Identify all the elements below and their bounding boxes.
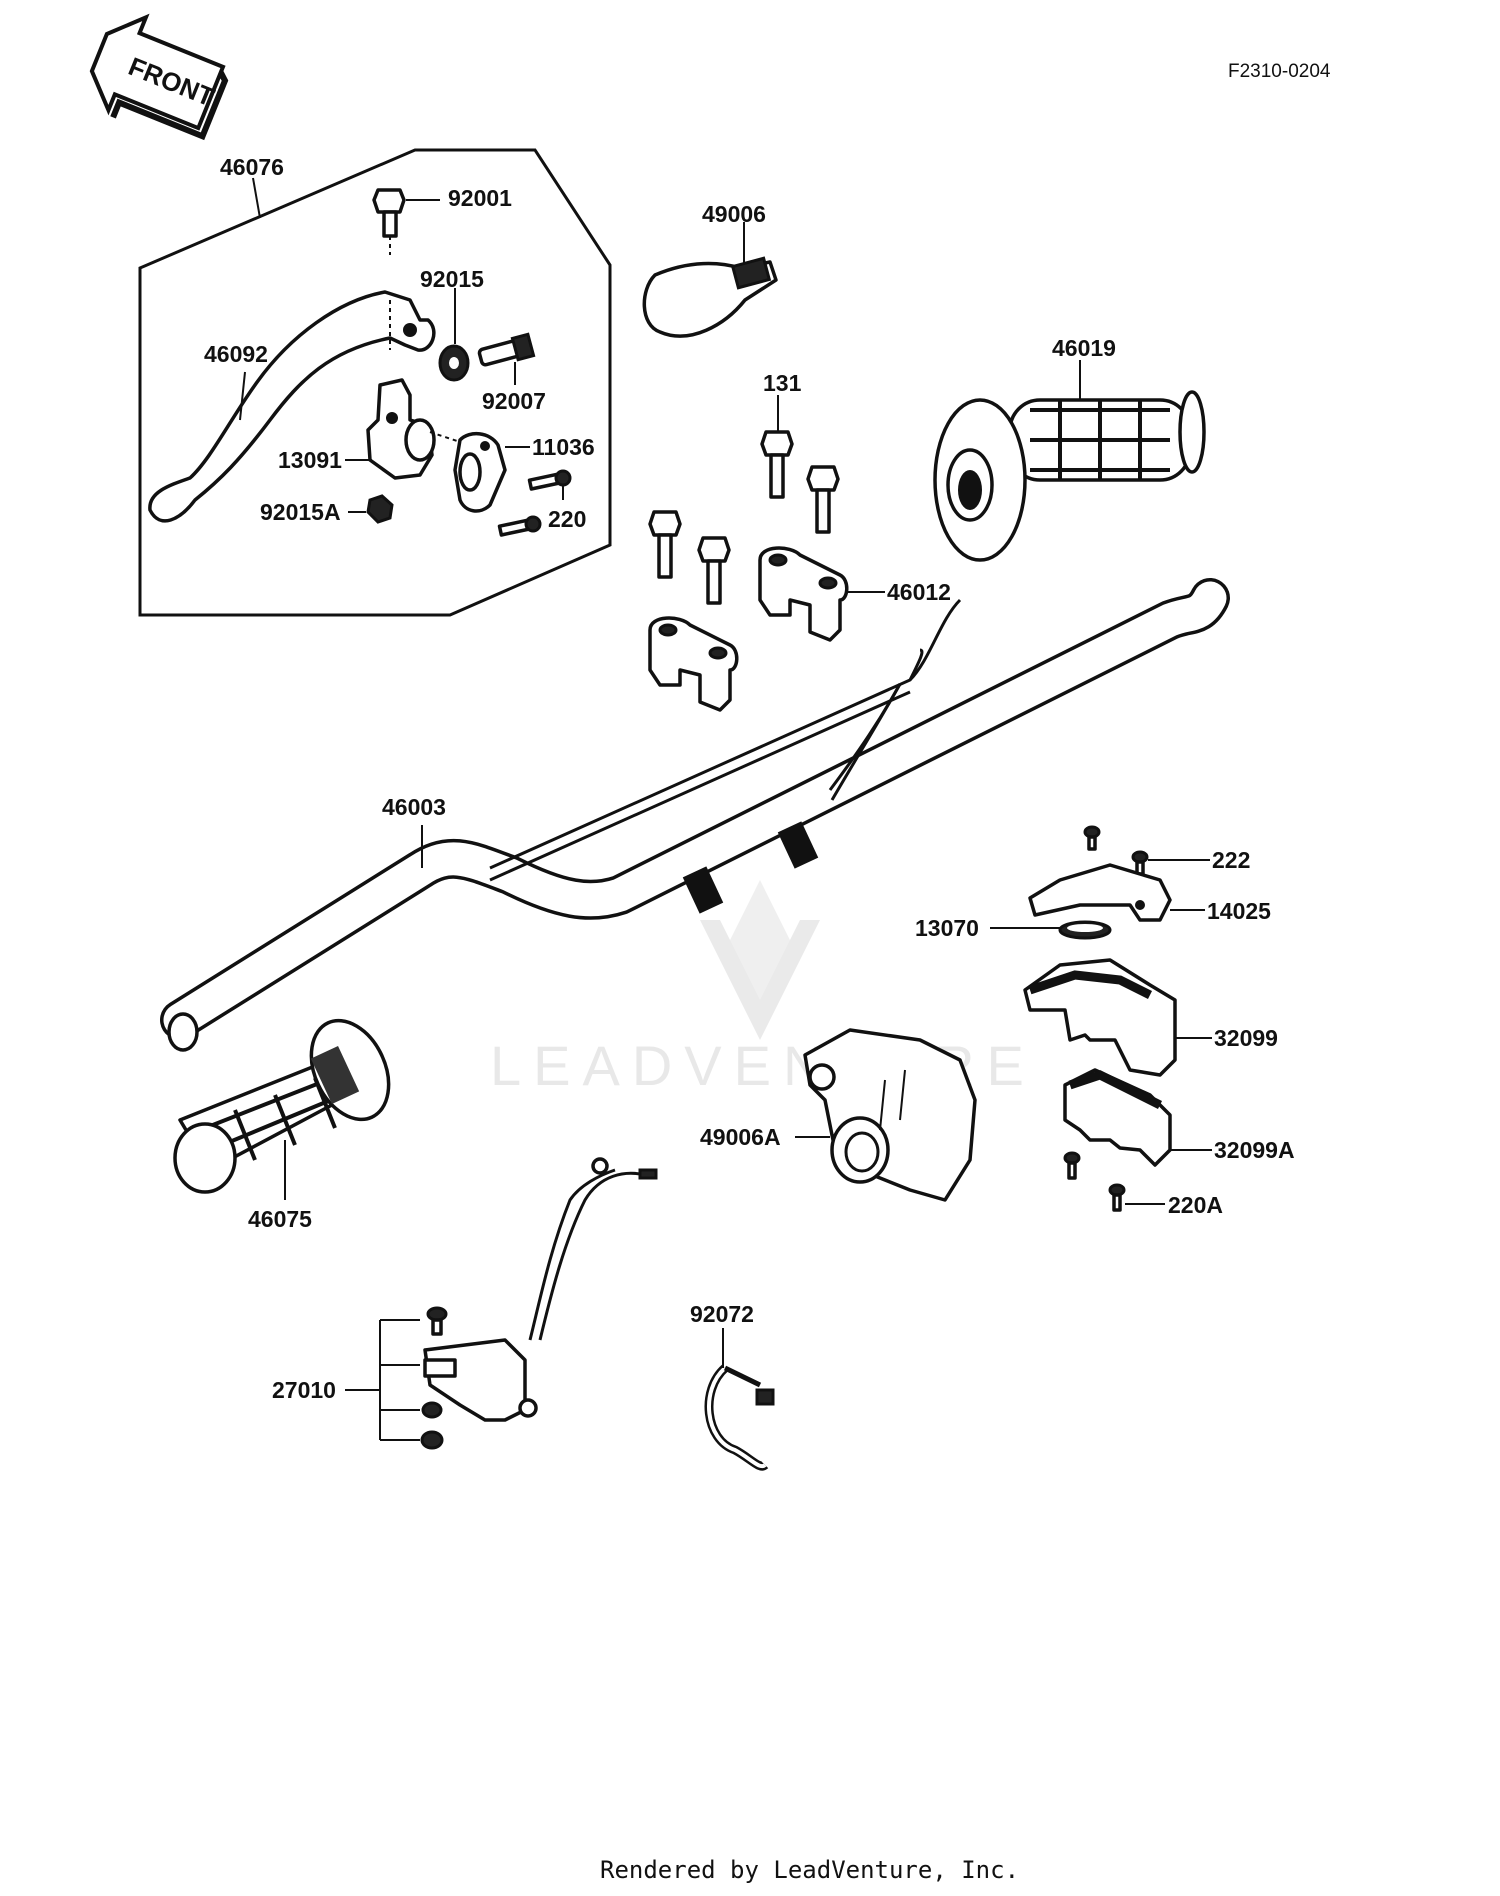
- bracket-13091: [366, 378, 436, 480]
- adjuster-92007: [477, 332, 536, 367]
- clamp-11036: [453, 432, 507, 513]
- label-46092: 46092: [204, 341, 268, 367]
- screw-220: [497, 469, 572, 537]
- screws-220a: [1063, 1151, 1126, 1212]
- label-32099: 32099: [1214, 1025, 1278, 1051]
- label-220: 220: [548, 506, 586, 532]
- nut-92015a: [366, 494, 394, 524]
- switch-27010: [420, 1157, 658, 1450]
- label-92015: 92015: [420, 266, 484, 292]
- label-46012: 46012: [887, 579, 951, 605]
- screws-222: [1083, 825, 1149, 876]
- diagram-code: F2310-0204: [1228, 61, 1331, 82]
- ring-13070: [1058, 920, 1112, 940]
- grip-46075: [173, 1018, 391, 1194]
- label-46076: 46076: [220, 154, 284, 180]
- lever-46092: [148, 290, 436, 523]
- label-27010: 27010: [272, 1377, 336, 1403]
- label-49006: 49006: [702, 201, 766, 227]
- label-46003: 46003: [382, 794, 446, 820]
- footer-credit: Rendered by LeadVenture, Inc.: [600, 1856, 1019, 1884]
- housing-49006a: [803, 1028, 977, 1202]
- label-92007: 92007: [482, 388, 546, 414]
- bolt-92001: [372, 188, 406, 255]
- label-46019: 46019: [1052, 335, 1116, 361]
- label-92072: 92072: [690, 1301, 754, 1327]
- cover-14025: [1028, 863, 1172, 922]
- label-220a: 220A: [1168, 1192, 1223, 1218]
- part-labels: 46076 92001 92015 46092 92007 13091 1103…: [204, 154, 1295, 1403]
- label-49006a: 49006A: [700, 1124, 781, 1150]
- grip-46019: [933, 390, 1206, 562]
- label-46075: 46075: [248, 1206, 312, 1232]
- label-92015a: 92015A: [260, 499, 341, 525]
- nut-92015: [438, 344, 470, 382]
- label-32099a: 32099A: [1214, 1137, 1295, 1163]
- clamp-32099a: [1063, 1068, 1172, 1167]
- label-92001: 92001: [448, 185, 512, 211]
- label-222: 222: [1212, 847, 1250, 873]
- cover-49006: [642, 256, 778, 338]
- label-14025: 14025: [1207, 898, 1271, 924]
- holders-46012: [648, 546, 849, 712]
- band-92072: [704, 1364, 775, 1471]
- label-11036: 11036: [532, 434, 595, 460]
- label-131: 131: [763, 370, 802, 396]
- front-arrow: FRONT: [89, 13, 229, 141]
- lever-assembly-box: [138, 148, 612, 617]
- handlebar-46003: [160, 578, 1230, 1052]
- label-13070: 13070: [915, 915, 979, 941]
- label-13091: 13091: [278, 447, 342, 473]
- bolts-131: [648, 430, 840, 605]
- housing-32099: [1023, 958, 1177, 1077]
